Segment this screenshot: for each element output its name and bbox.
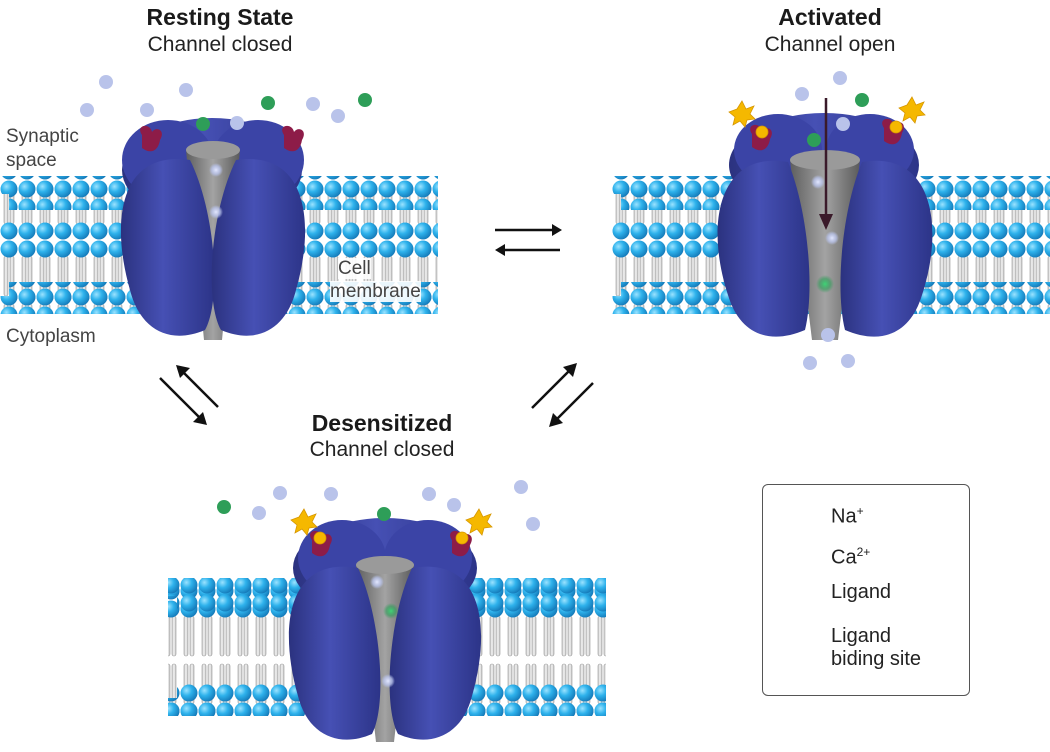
equilibrium-arrow-activated-desensitized bbox=[531, 363, 594, 427]
legend-sodium-label: Na+ bbox=[831, 500, 864, 528]
legend-calcium-symbol: Ca bbox=[831, 546, 857, 569]
resting-subtitle: Channel closed bbox=[147, 33, 293, 56]
activated-state-group bbox=[612, 71, 1050, 370]
desensitized-state-group bbox=[168, 480, 606, 742]
legend: Na+ Ca2+ Ligand Ligand biding site bbox=[762, 484, 970, 696]
synaptic-space-label-line1: Synaptic bbox=[6, 126, 79, 147]
resting-state-group bbox=[0, 75, 438, 340]
legend-sodium-charge: + bbox=[856, 504, 864, 518]
activated-subtitle: Channel open bbox=[764, 33, 896, 56]
legend-binding-site-label-line1: Ligand bbox=[831, 625, 892, 647]
desensitized-receptor bbox=[288, 508, 493, 742]
legend-calcium-label: Ca2+ bbox=[831, 541, 870, 569]
cell-membrane-label-line1: Cell bbox=[338, 258, 371, 279]
legend-binding-site-label-line2: biding site bbox=[831, 648, 922, 670]
cell-membrane-label-line2: membrane bbox=[330, 281, 421, 302]
equilibrium-arrow-resting-activated bbox=[495, 224, 562, 256]
equilibrium-arrow-resting-desensitized bbox=[159, 365, 219, 425]
resting-ions bbox=[80, 75, 372, 131]
resting-receptor bbox=[120, 118, 306, 340]
flow-arrow-head bbox=[819, 214, 833, 230]
activated-receptor bbox=[717, 96, 933, 340]
desensitized-ions bbox=[217, 480, 540, 531]
activated-title: Activated bbox=[778, 4, 882, 30]
synaptic-space-label-line2: space bbox=[6, 150, 57, 171]
legend-calcium-charge: 2+ bbox=[856, 545, 871, 559]
activated-ions bbox=[795, 71, 869, 370]
desensitized-title: Desensitized bbox=[311, 410, 453, 436]
legend-sodium-symbol: Na bbox=[831, 505, 857, 528]
resting-title: Resting State bbox=[146, 4, 294, 30]
legend-ligand-label: Ligand bbox=[831, 581, 892, 603]
cytoplasm-label: Cytoplasm bbox=[6, 326, 96, 347]
desensitized-subtitle: Channel closed bbox=[309, 438, 455, 461]
